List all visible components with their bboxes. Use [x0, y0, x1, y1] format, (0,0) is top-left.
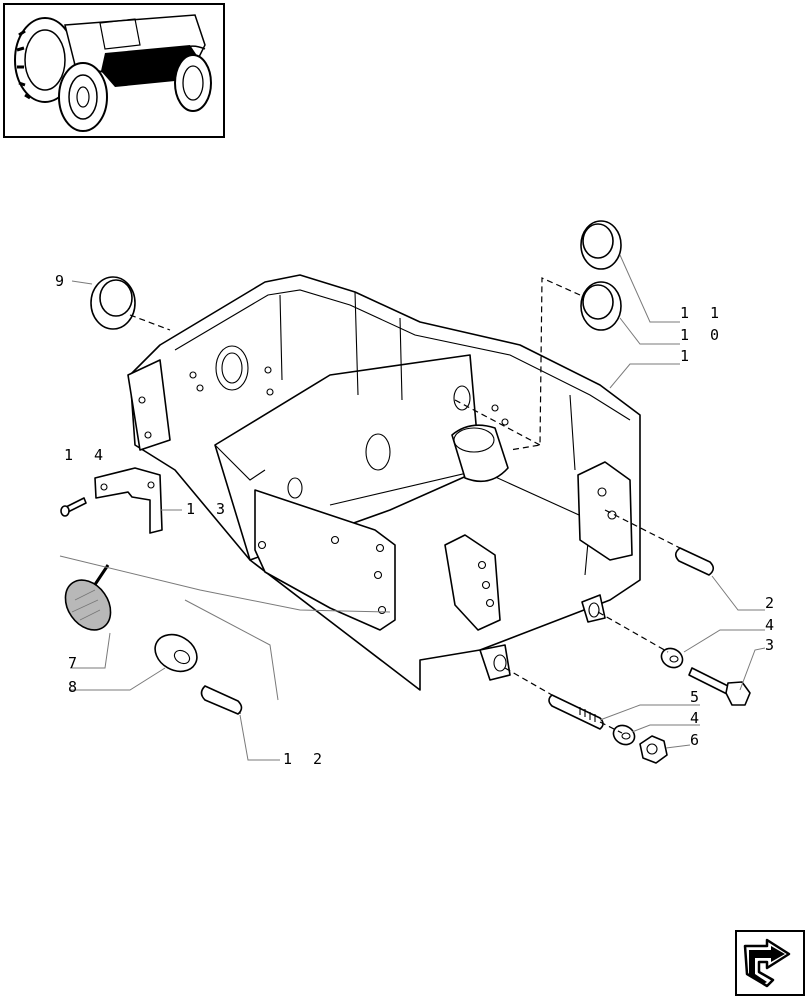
nut-part-6	[639, 735, 668, 764]
plate-part-13	[94, 467, 163, 534]
washer-part-4-lower	[612, 724, 636, 746]
pin-part-2	[674, 547, 715, 576]
callout-14: 1 4	[64, 446, 109, 464]
callout-2: 2	[765, 594, 780, 612]
disc-part-7	[64, 564, 112, 631]
callout-5: 5	[690, 688, 705, 706]
callout-3: 3	[765, 636, 780, 654]
bolt-part-3	[688, 667, 751, 706]
callout-7: 7	[68, 654, 83, 672]
callout-8: 8	[68, 678, 83, 696]
callout-6: 6	[690, 731, 705, 749]
tractor-locator-thumbnail	[3, 3, 225, 138]
next-page-arrow-icon	[743, 938, 791, 988]
tractor-locator-icon	[14, 14, 212, 132]
callout-12: 1 2	[283, 750, 328, 768]
callout-4-lower: 4	[690, 709, 705, 727]
next-page-button[interactable]	[735, 930, 805, 996]
callout-9: 9	[55, 272, 70, 290]
plug-part-11	[580, 220, 622, 270]
plug-part-10	[580, 281, 622, 331]
callout-13: 1 3	[186, 500, 231, 518]
callout-11: 1 1	[680, 304, 725, 322]
callout-1: 1	[680, 347, 695, 365]
plug-part-9	[90, 276, 136, 330]
washer-part-4-upper	[660, 647, 684, 669]
pin-part-12	[200, 685, 243, 715]
washer-part-8	[154, 633, 198, 673]
front-axle-support-housing	[127, 274, 641, 691]
stud-part-5	[548, 694, 604, 730]
callout-4-upper: 4	[765, 616, 780, 634]
callout-10: 1 0	[680, 326, 725, 344]
screw-part-14	[60, 497, 87, 517]
